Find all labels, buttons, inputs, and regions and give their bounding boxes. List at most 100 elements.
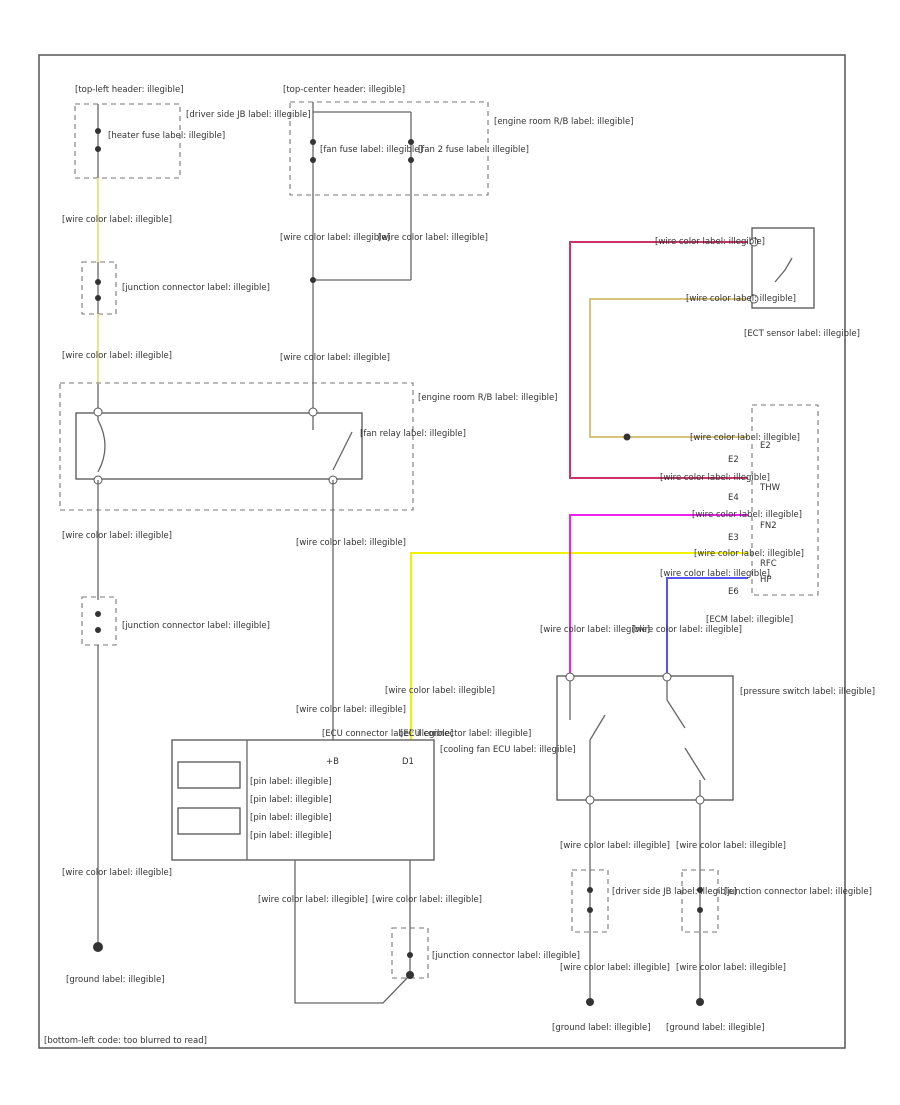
j2-terminal-dot (95, 611, 101, 617)
splice-dot (310, 277, 316, 283)
ecm-pin: RFC (760, 559, 777, 569)
j3-ground-dot (406, 971, 414, 979)
fan2-fuse-label: [fan 2 fuse label: illegible] (418, 145, 529, 155)
ecu-left-pin: [pin label: illegible] (250, 777, 332, 787)
ect-pin (749, 237, 759, 247)
fan-fuse-dot (310, 139, 316, 145)
ecu-motor-block (177, 807, 241, 835)
wire-blk-yel-2-label: [wire color label: illegible] (62, 351, 172, 361)
ecm-label: [ECM label: illegible] (706, 615, 793, 625)
driver-side-jb-top-label: [driver side JB label: illegible] (186, 110, 311, 120)
wire-wht-3-label: [wire color label: illegible] (280, 353, 390, 363)
brn-wire (589, 298, 748, 438)
driver-side-jb-bottom-label: [driver side JB label: illegible] (612, 887, 737, 897)
wire-brn-1-label: [wire color label: illegible] (686, 294, 796, 304)
ect-sensor-box (751, 227, 815, 309)
wire-wht-blk-1-label: [wire color label: illegible] (62, 531, 172, 541)
wire-wht-blk-3-label: [wire color label: illegible] (258, 895, 368, 905)
wire-blk-yel-1-label: [wire color label: illegible] (62, 215, 172, 225)
wire-blu-wht-2-label: [wire color label: illegible] (632, 625, 742, 635)
pressure-switch-box (556, 675, 734, 801)
wire-wht-blk-8-label: [wire color label: illegible] (676, 963, 786, 973)
red-blu-wire (569, 241, 748, 479)
outer-frame (38, 54, 846, 1049)
ground-bottom-right-symbol (696, 998, 704, 1006)
wire-wht-blk-5-label: [wire color label: illegible] (560, 841, 670, 851)
jb-terminal-dot (587, 887, 593, 893)
wire-wht-2-label: [wire color label: illegible] (378, 233, 488, 243)
ecm-pin: E2 (728, 455, 739, 465)
junction-connector-j1-label: [junction connector label: illegible] (122, 283, 270, 293)
engine-rb-mid-box (59, 382, 414, 511)
pressure-switch-pin (695, 795, 705, 805)
ecm-pin: E2 (760, 441, 771, 451)
driver-jb-top-box (74, 103, 181, 179)
ect-sensor-label: [ECT sensor label: illegible] (744, 329, 860, 339)
junction-connector-j3-label: [junction connector label: illegible] (432, 951, 580, 961)
wire-wht-blk-7-label: [wire color label: illegible] (676, 841, 786, 851)
junction-connector-j2-label: [junction connector label: illegible] (122, 621, 270, 631)
jb-terminal-dot (587, 907, 593, 913)
ecu-pin-b: +B (326, 757, 339, 767)
wire-wht-red-2-label: [wire color label: illegible] (296, 705, 406, 715)
fuse-terminal-dot (95, 128, 101, 134)
ground-bottom-mid-label: [ground label: illegible] (552, 1023, 651, 1033)
cooling-fan-ecu-box (171, 739, 435, 861)
ecm-pin: E6 (728, 587, 739, 597)
hot-top-center-label: [top-center header: illegible] (283, 85, 405, 95)
brn-splice-dot (623, 433, 631, 441)
j4-terminal-dot (697, 887, 703, 893)
ecm-pin: E3 (728, 533, 739, 543)
ecu-left-pin: [pin label: illegible] (250, 795, 332, 805)
fan-fuse-dot (310, 157, 316, 163)
ground-left-label: [ground label: illegible] (66, 975, 165, 985)
fan2-fuse-dot (408, 139, 414, 145)
ecu-left-pin: [pin label: illegible] (250, 831, 332, 841)
junction-connector-j4-box (681, 869, 719, 933)
driver-jb-bottom-box (571, 869, 609, 933)
ground-left-symbol (93, 942, 103, 952)
ps-switch-arm (684, 747, 706, 781)
relay-contact-arm (332, 431, 353, 471)
ect-element (774, 257, 793, 283)
j2-terminal-dot (95, 627, 101, 633)
wire-wht-blk-2-label: [wire color label: illegible] (62, 868, 172, 878)
fan2-fuse-dot (408, 157, 414, 163)
wire-wht-red-1-label: [wire color label: illegible] (296, 538, 406, 548)
engine-room-rb-top-label: [engine room R/B label: illegible] (494, 117, 634, 127)
wire-wht-blk-4-label: [wire color label: illegible] (372, 895, 482, 905)
hot-top-left-label: [top-left header: illegible] (75, 85, 184, 95)
fan-relay-label: [fan relay label: illegible] (360, 429, 466, 439)
vio-wire (569, 514, 748, 676)
j1-terminal-dot (95, 279, 101, 285)
ecu-pin-d: D1 (402, 757, 414, 767)
yel-wire (410, 552, 748, 740)
wire-vio-1-label: [wire color label: illegible] (692, 510, 802, 520)
wire-wht-blk-6-label: [wire color label: illegible] (560, 963, 670, 973)
cooling-fan-ecu-label: [cooling fan ECU label: illegible] (440, 745, 576, 755)
ect-pin (749, 294, 759, 304)
junction-connector-j1-box (81, 261, 117, 315)
engine-room-rb-mid-label: [engine room R/B label: illegible] (418, 393, 558, 403)
fuse-terminal-dot (95, 146, 101, 152)
engine-rb-top-box (289, 101, 489, 196)
relay-pin (93, 407, 103, 417)
ecu-motor-block (177, 761, 241, 789)
fan-fuse-label: [fan fuse label: illegible] (320, 145, 423, 155)
heater-fuse-label: [heater fuse label: illegible] (108, 131, 225, 141)
ecu-conn-b-label: [ECU connector label: illegible] (400, 729, 531, 739)
wire-vio-2-label: [wire color label: illegible] (540, 625, 650, 635)
wire-yel-2-label: [wire color label: illegible] (694, 549, 804, 559)
blu-wht-wire (666, 577, 748, 676)
wire-blu-wht-1-label: [wire color label: illegible] (660, 569, 770, 579)
ecu-left-pin: [pin label: illegible] (250, 813, 332, 823)
ground-bottom-right-label: [ground label: illegible] (666, 1023, 765, 1033)
wire-red-blu-2-label: [wire color label: illegible] (660, 473, 770, 483)
ecm-box (751, 404, 819, 596)
pressure-switch-pin (565, 672, 575, 682)
j3-terminal-dot (407, 952, 413, 958)
ecm-pin: FN2 (760, 521, 777, 531)
junction-connector-j2-box (81, 596, 117, 646)
junction-connector-j4-label: [junction connector label: illegible] (724, 887, 872, 897)
ground-bottom-mid-symbol (586, 998, 594, 1006)
